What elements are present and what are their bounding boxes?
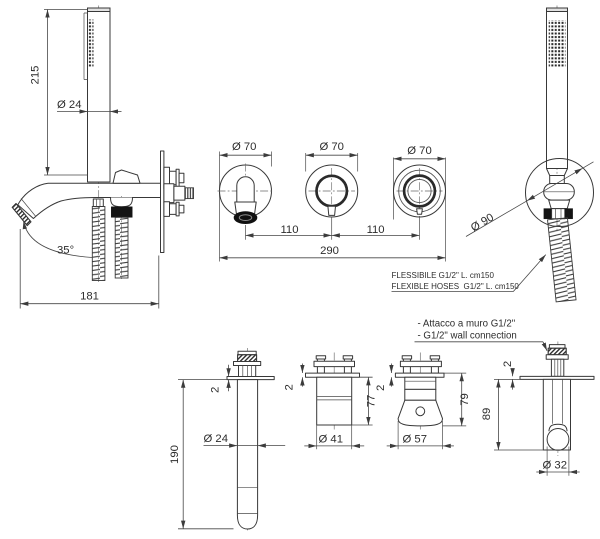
wall-plate	[394, 372, 445, 378]
mounting-bar	[399, 360, 442, 368]
dim-89-label: 89	[481, 408, 493, 421]
dim-79-label: 79	[459, 393, 471, 406]
wall-connection-note: - Attacco a muro G1/2" - G1/2" wall conn…	[414, 319, 548, 351]
dim-dia24-label: Ø 24	[57, 99, 82, 111]
spout-rosette	[217, 163, 274, 225]
dim-2-holder-label: 2	[502, 361, 514, 367]
dim-angle-label: 35°	[57, 245, 74, 257]
diverter-rosette	[393, 164, 446, 218]
spout-side-view: 35° 181	[11, 150, 194, 309]
wall-note-it: - Attacco a muro G1/2"	[418, 319, 516, 330]
dim-110-2-label: 110	[367, 224, 385, 236]
mounting-bar	[313, 360, 355, 368]
spray-nozzles	[88, 19, 94, 68]
hose-note-en: FLEXIBLE HOSES G1/2" L. cm150	[392, 282, 520, 291]
dim-290-label: 290	[320, 245, 339, 257]
wall-note-en: - G1/2" wall connection	[418, 331, 517, 342]
spray-face	[548, 20, 566, 68]
handle-section-view: 77 2 Ø 41	[283, 352, 378, 450]
diverter-button	[415, 406, 426, 417]
dim-110-1-label: 110	[280, 224, 298, 236]
spout-curve	[17, 182, 96, 219]
dim-dia41-label: Ø 41	[319, 433, 344, 445]
flexible-hose-left	[91, 206, 106, 281]
body-tube	[48, 182, 161, 198]
wall-connector	[547, 347, 567, 356]
dim-dia32-label: Ø 32	[543, 459, 568, 471]
wand-holder-bracket	[112, 169, 141, 184]
dim-215-label: 215	[30, 66, 42, 85]
dim-dia70-1-label: Ø 70	[232, 141, 257, 153]
dim-190-label: 190	[169, 445, 181, 464]
spout-section-view: 190 2 Ø 24	[169, 348, 286, 533]
dim-77-label: 77	[366, 395, 378, 408]
shower-hose	[547, 217, 577, 303]
dim-2-spout-label: 2	[210, 387, 222, 393]
dim-2-handle-label: 2	[283, 384, 295, 390]
wall-plate	[160, 150, 165, 253]
diverter-body	[397, 399, 443, 427]
handle-rosette	[305, 164, 359, 218]
dim-dia90-label: Ø 90	[469, 212, 496, 235]
dim-dia57-label: Ø 57	[403, 433, 428, 445]
holder-socket	[546, 428, 570, 451]
front-view: Ø 70 Ø 70 Ø 70 110 110 290	[217, 141, 446, 262]
hose-note-it: FLESSIBILE G1/2" L. cm150	[392, 271, 495, 280]
threaded-connector	[237, 354, 258, 362]
dim-dia24b-label: Ø 24	[204, 433, 229, 445]
holder-body	[542, 378, 571, 451]
wall-plate	[305, 372, 360, 378]
dim-dia70-3-label: Ø 70	[407, 145, 432, 157]
hand-shower-side-view: 215 Ø 24	[30, 5, 122, 282]
flexible-hose-right	[114, 216, 129, 279]
wall-fittings	[163, 166, 194, 217]
spout-tube	[236, 379, 259, 530]
dim-dia70-2-label: Ø 70	[319, 141, 344, 153]
hose-fitting	[92, 198, 104, 207]
hose-nut	[111, 206, 133, 218]
holder-section-view: 89 2 Ø 32	[481, 341, 595, 476]
valve-dome	[110, 197, 133, 208]
handle-body	[316, 376, 353, 426]
dim-2-diverter-label: 2	[375, 385, 387, 391]
diverter-section-view: 79 2 Ø 57	[375, 352, 471, 450]
wand-cap	[87, 7, 111, 12]
dim-181-label: 181	[80, 291, 99, 303]
